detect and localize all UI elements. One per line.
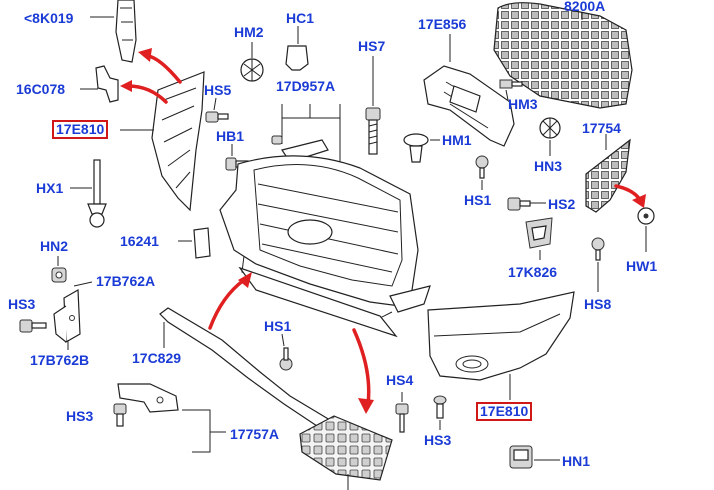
nut-hn1 xyxy=(509,445,533,469)
nut-hn3 xyxy=(539,117,561,139)
callout-hs3-right: HS3 xyxy=(424,432,452,448)
callout-hm1: HM1 xyxy=(442,132,472,148)
screw-hs5 xyxy=(205,111,229,123)
arrow-right xyxy=(614,184,642,202)
bumper-17e810-right xyxy=(427,291,575,381)
callout-17k826: 17K826 xyxy=(508,264,558,280)
tray-underbody xyxy=(299,415,393,481)
bracket-8k019 xyxy=(115,0,137,63)
leader-17b762a xyxy=(73,281,93,287)
bracket-17e856 xyxy=(423,65,515,147)
screw-hs1-center xyxy=(279,347,293,371)
strip-17c829 xyxy=(159,307,341,433)
arrow-left-top xyxy=(146,54,182,84)
callout-hb1: HB1 xyxy=(216,128,245,144)
leader-17d957a xyxy=(281,104,341,196)
arrow-center-left xyxy=(208,278,246,330)
clip-hm3 xyxy=(499,79,523,89)
bracket-17757a xyxy=(117,383,179,413)
part-17e810-left xyxy=(151,71,205,212)
callout-hs5: HS5 xyxy=(204,82,232,98)
grille-8200a xyxy=(493,2,633,109)
callout-17b762a: 17B762A xyxy=(96,273,156,289)
clip-hm2 xyxy=(240,58,264,82)
callout-hn2: HN2 xyxy=(40,238,69,254)
leader-hm3 xyxy=(505,89,509,101)
callout-hs3-bottom: HS3 xyxy=(66,408,94,424)
callout-17757a: 17757A xyxy=(230,426,280,442)
callout-17e856: 17E856 xyxy=(418,16,467,32)
leader-hs1-center xyxy=(281,333,285,347)
bracket-16241 xyxy=(193,227,211,259)
callout-17c829: 17C829 xyxy=(132,350,182,366)
callout-16c078: 16C078 xyxy=(16,81,66,97)
callout-hs8: HS8 xyxy=(584,296,612,312)
screw-hs8 xyxy=(591,237,605,261)
callout-hc1: HC1 xyxy=(286,10,315,26)
callout-17754: 17754 xyxy=(582,120,621,136)
screw-hs3-left xyxy=(19,319,47,333)
clip-hm1 xyxy=(403,133,429,163)
callout-hm2: HM2 xyxy=(234,24,264,40)
screw-hs4 xyxy=(395,403,409,433)
callout-hs7: HS7 xyxy=(358,38,386,54)
callout-hs1-right: HS1 xyxy=(464,192,492,208)
screw-hs1-right xyxy=(475,155,489,179)
pin-hx1 xyxy=(87,159,107,228)
callout-hs1-center: HS1 xyxy=(264,318,292,334)
callout-hs3-left: HS3 xyxy=(8,296,36,312)
callout-16241: 16241 xyxy=(120,233,159,249)
bolt-hs7 xyxy=(365,107,381,155)
screw-hs2 xyxy=(507,197,531,211)
clip-16c078 xyxy=(95,65,119,103)
clip-hs3-right xyxy=(433,395,447,419)
washer-hw1 xyxy=(637,207,655,225)
front-grille-panel xyxy=(219,155,431,338)
callout-17b762b: 17B762B xyxy=(30,352,90,368)
leader-hs5 xyxy=(213,97,217,111)
callout-17d957a: 17D957A xyxy=(276,78,336,94)
callout-hm3: HM3 xyxy=(508,96,538,112)
nut-hn2 xyxy=(51,267,67,283)
callout-17e810-right: 17E810 xyxy=(476,402,533,421)
screw-hs3-bottom xyxy=(113,403,127,427)
callout-hs2: HS2 xyxy=(548,196,576,212)
callout-8k019: <8K019 xyxy=(24,10,74,26)
arrow-center-bottom xyxy=(352,328,371,406)
callout-hx1: HX1 xyxy=(36,180,64,196)
clip-17k826 xyxy=(525,217,553,249)
bracket-17b762 xyxy=(53,288,81,344)
leader-17757a xyxy=(182,409,226,453)
callout-17e810-left: 17E810 xyxy=(52,120,109,139)
callout-hn1: HN1 xyxy=(562,453,591,469)
reflector-17754 xyxy=(585,138,631,213)
callout-hw1: HW1 xyxy=(626,258,658,274)
clip-hc1 xyxy=(285,45,309,71)
callout-8200a: 8200A xyxy=(564,0,606,14)
callout-hs4: HS4 xyxy=(386,372,414,388)
callout-hn3: HN3 xyxy=(534,158,563,174)
